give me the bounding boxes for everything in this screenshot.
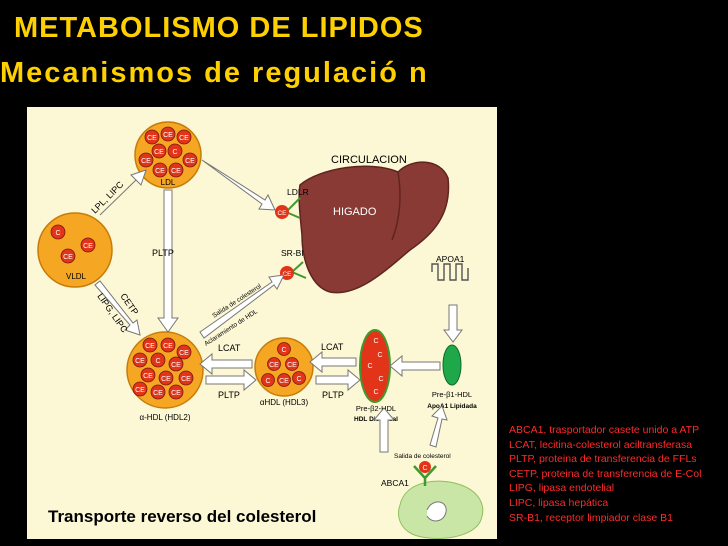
ce-label: CE bbox=[179, 135, 189, 142]
c-label: C bbox=[55, 230, 60, 237]
abca1-transporter-icon: C ABCA1 Salida de colesterol bbox=[381, 453, 451, 488]
apoa1-protein-icon: APOA1 bbox=[431, 254, 469, 281]
legend-item: CETP, proteina de transferencia de E-Col bbox=[509, 467, 702, 480]
ldl-particle: CE CE CE CE C CE CE CE CE LDL bbox=[134, 121, 202, 189]
pltp-right-label: PLTP bbox=[322, 390, 344, 400]
ce-label: CE bbox=[181, 376, 191, 383]
ce-label: CE bbox=[161, 376, 171, 383]
c-label: C bbox=[377, 352, 382, 359]
cell-to-discoidal-arrow bbox=[372, 407, 396, 453]
apoa1-to-prebeta1-arrow bbox=[443, 304, 463, 343]
legend-item: SR-B1, receptor limpiador clase B1 bbox=[509, 511, 673, 524]
pre-beta1-hdl-label: Pre-β1-HDL bbox=[432, 390, 472, 399]
cell-to-prebeta1-arrow bbox=[429, 405, 448, 448]
ce-label: CE bbox=[141, 158, 151, 165]
diagram-caption: Transporte reverso del colesterol bbox=[48, 507, 317, 526]
slide-subtitle: Mecanismos de regulació n bbox=[0, 57, 429, 89]
hdl3-label: αHDL (HDL3) bbox=[260, 398, 309, 407]
pre-beta2-hdl-label: Pre-β2-HDL bbox=[356, 404, 396, 413]
pltp-hdl3-to-discoidal-arrow bbox=[315, 368, 361, 392]
ldlr-receptor-icon: CE LDLR bbox=[275, 187, 309, 219]
ce-label: CE bbox=[279, 378, 289, 385]
c-label: C bbox=[155, 358, 160, 365]
cell-icon bbox=[398, 480, 484, 539]
c-label: C bbox=[172, 149, 177, 156]
legend-item: ABCA1, trasportador casete unido a ATP bbox=[509, 424, 700, 436]
ce-label: CE bbox=[185, 158, 195, 165]
legend-item: LIPC, lipasa hepática bbox=[509, 496, 609, 509]
c-label: C bbox=[373, 389, 378, 396]
c-label: C bbox=[265, 378, 270, 385]
ce-label: CE bbox=[147, 135, 157, 142]
pltp-left-label: PLTP bbox=[218, 390, 240, 400]
ce-label: CE bbox=[145, 343, 155, 350]
ce-label: CE bbox=[83, 243, 93, 250]
ce-label: CE bbox=[143, 373, 153, 380]
lcat-left-label: LCAT bbox=[218, 343, 241, 353]
ce-label: CE bbox=[155, 168, 165, 175]
lcat-hdl3-to-hdl2-arrow bbox=[199, 352, 253, 376]
vldl-particle: C CE CE VLDL bbox=[37, 212, 113, 288]
c-label: C bbox=[373, 338, 378, 345]
c-label: C bbox=[378, 376, 383, 383]
ce-label: CE bbox=[163, 132, 173, 139]
legend-item: LIPG, lipasa endotelial bbox=[509, 482, 615, 495]
ce-label: CE bbox=[171, 168, 181, 175]
abbreviations-legend: ABCA1, trasportador casete unido a ATP L… bbox=[509, 423, 719, 525]
ce-label: CE bbox=[135, 358, 145, 365]
c-label: C bbox=[281, 347, 286, 354]
discoidal-hdl-particle: C C C C C Pre-β2-HDL HDL Discoidal bbox=[354, 329, 398, 423]
srbi-label: SR-BI bbox=[281, 248, 304, 258]
ldl-hdl2-pltp-arrow bbox=[157, 189, 179, 333]
ce-label: CE bbox=[287, 362, 297, 369]
ce-label: CE bbox=[171, 362, 181, 369]
ce-label: CE bbox=[163, 343, 173, 350]
ce-label: CE bbox=[282, 271, 292, 278]
hdl2-particle: CE CE CE CE C CE CE CE CE CE CE CE α-HDL… bbox=[126, 331, 204, 422]
hdl-to-liver-arrow bbox=[199, 274, 285, 339]
ce-label: CE bbox=[277, 210, 287, 217]
prebeta1-to-discoidal-arrow bbox=[389, 354, 441, 378]
vldl-label: VLDL bbox=[66, 272, 87, 281]
ce-label: CE bbox=[154, 149, 164, 156]
ce-label: CE bbox=[179, 350, 189, 357]
ldl-to-liver-arrow bbox=[201, 159, 276, 211]
legend-item: LCAT, lecitina-colesterol aciltransferas… bbox=[509, 438, 693, 451]
circulation-label: CIRCULACION bbox=[331, 154, 407, 166]
cetp-arrow bbox=[94, 280, 141, 336]
slide-title: METABOLISMO DE LIPIDOS bbox=[14, 12, 424, 44]
abca1-label: ABCA1 bbox=[381, 478, 409, 488]
apoa1-lipidada-label: ApoA1 Lipidada bbox=[427, 403, 477, 410]
ce-label: CE bbox=[63, 254, 73, 261]
ce-label: CE bbox=[171, 390, 181, 397]
ce-label: CE bbox=[135, 387, 145, 394]
hdl3-particle: C CE CE C CE C αHDL (HDL3) bbox=[254, 337, 314, 407]
liver-icon bbox=[298, 161, 450, 294]
ce-label: CE bbox=[153, 390, 163, 397]
apoa1-label: APOA1 bbox=[436, 254, 465, 264]
ldlr-label: LDLR bbox=[287, 187, 309, 197]
lcat-right-label: LCAT bbox=[321, 342, 344, 352]
ce-label: CE bbox=[269, 362, 279, 369]
c-label: C bbox=[367, 363, 372, 370]
lpl-lipc-label: LPL, LIPC bbox=[89, 179, 125, 215]
lcat-discoidal-to-hdl3-arrow bbox=[309, 350, 357, 374]
ldl-label: LDL bbox=[161, 178, 176, 187]
pltp-vertical-label: PLTP bbox=[152, 248, 174, 258]
pltp-hdl2-to-hdl3-arrow bbox=[205, 368, 257, 392]
legend-item: PLTP, proteina de transferencia de FFLs bbox=[509, 453, 697, 466]
liver-label: HIGADO bbox=[333, 206, 377, 218]
c-label: C bbox=[422, 465, 427, 472]
c-label: C bbox=[296, 376, 301, 383]
pre-beta1-hdl-particle: Pre-β1-HDL ApoA1 Lipidada bbox=[427, 344, 477, 410]
cholesterol-efflux-label: Salida de colesterol bbox=[394, 453, 451, 460]
hdl2-label: α-HDL (HDL2) bbox=[140, 413, 191, 422]
vldl-to-ldl-arrow bbox=[99, 169, 147, 216]
